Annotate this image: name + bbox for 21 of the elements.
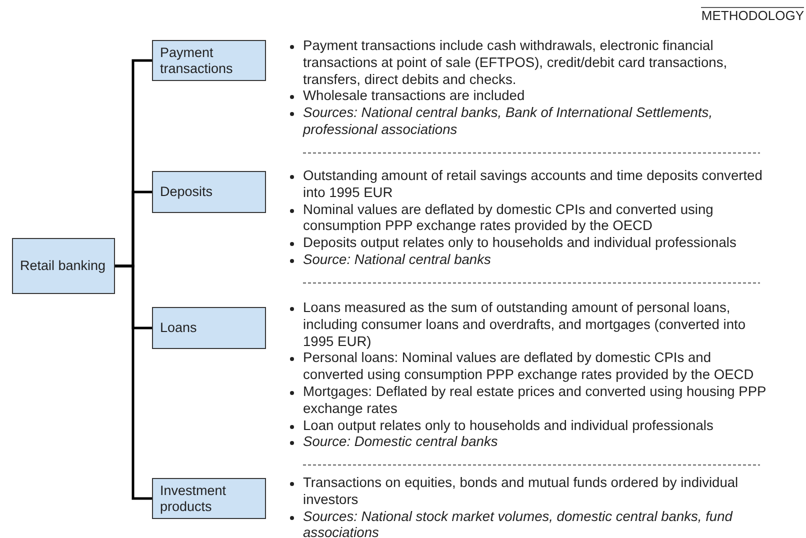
section-tag: METHODOLOGY bbox=[701, 7, 804, 24]
bullet-point: Sources: National central banks, Bank of International Settlements, professional associations bbox=[288, 105, 770, 139]
bullet-point: Wholesale transactions are included bbox=[288, 88, 770, 106]
bullet-point: Sources: National stock market volumes, domestic central banks, fund associations bbox=[288, 508, 770, 538]
category-box: Investment products bbox=[152, 478, 266, 519]
bullet-point: Nominal values are deflated by domestic CPIs and converted using consumption PPP exchange rates provided by the OECD bbox=[288, 202, 770, 236]
bullet-point: Loan output relates only to households and individual professionals bbox=[288, 418, 770, 434]
connector-line bbox=[115, 264, 152, 500]
category-box: Deposits bbox=[152, 171, 266, 213]
bullet-point: Outstanding amount of retail savings accounts and time deposits converted into 1995 EUR bbox=[288, 168, 770, 202]
category-box: Retail banking bbox=[12, 238, 115, 294]
bullet-point: Loans measured as the sum of outstanding amount of personal loans, including consumer loans and overdrafts, and mortgages (converted into 1995 EUR) bbox=[288, 300, 770, 350]
category-box: Payment transactions bbox=[152, 40, 266, 81]
bullet-point: Mortgages: Deflated by real estate prices and converted using housing PPP exchange rates bbox=[288, 384, 770, 418]
bullet-point: Source: National central banks bbox=[288, 252, 770, 269]
category-box: Loans bbox=[152, 307, 266, 349]
bullet-point: Personal loans: Nominal values are deflated by domestic CPIs and converted using consumption PPP exchange rates provided by the OECD bbox=[288, 350, 770, 384]
bullet-point: Source: Domestic central banks bbox=[288, 434, 770, 452]
bullet-point: Payment transactions include cash withdrawals, electronic financial transactions at point of sale (EFTPOS), credit/debit card transactions, transfers, direct debits and checks. bbox=[288, 38, 770, 88]
bullet-point: Transactions on equities, bonds and mutual funds ordered by individual investors bbox=[288, 475, 770, 509]
bullet-point: Deposits output relates only to households and individual professionals bbox=[288, 235, 770, 252]
